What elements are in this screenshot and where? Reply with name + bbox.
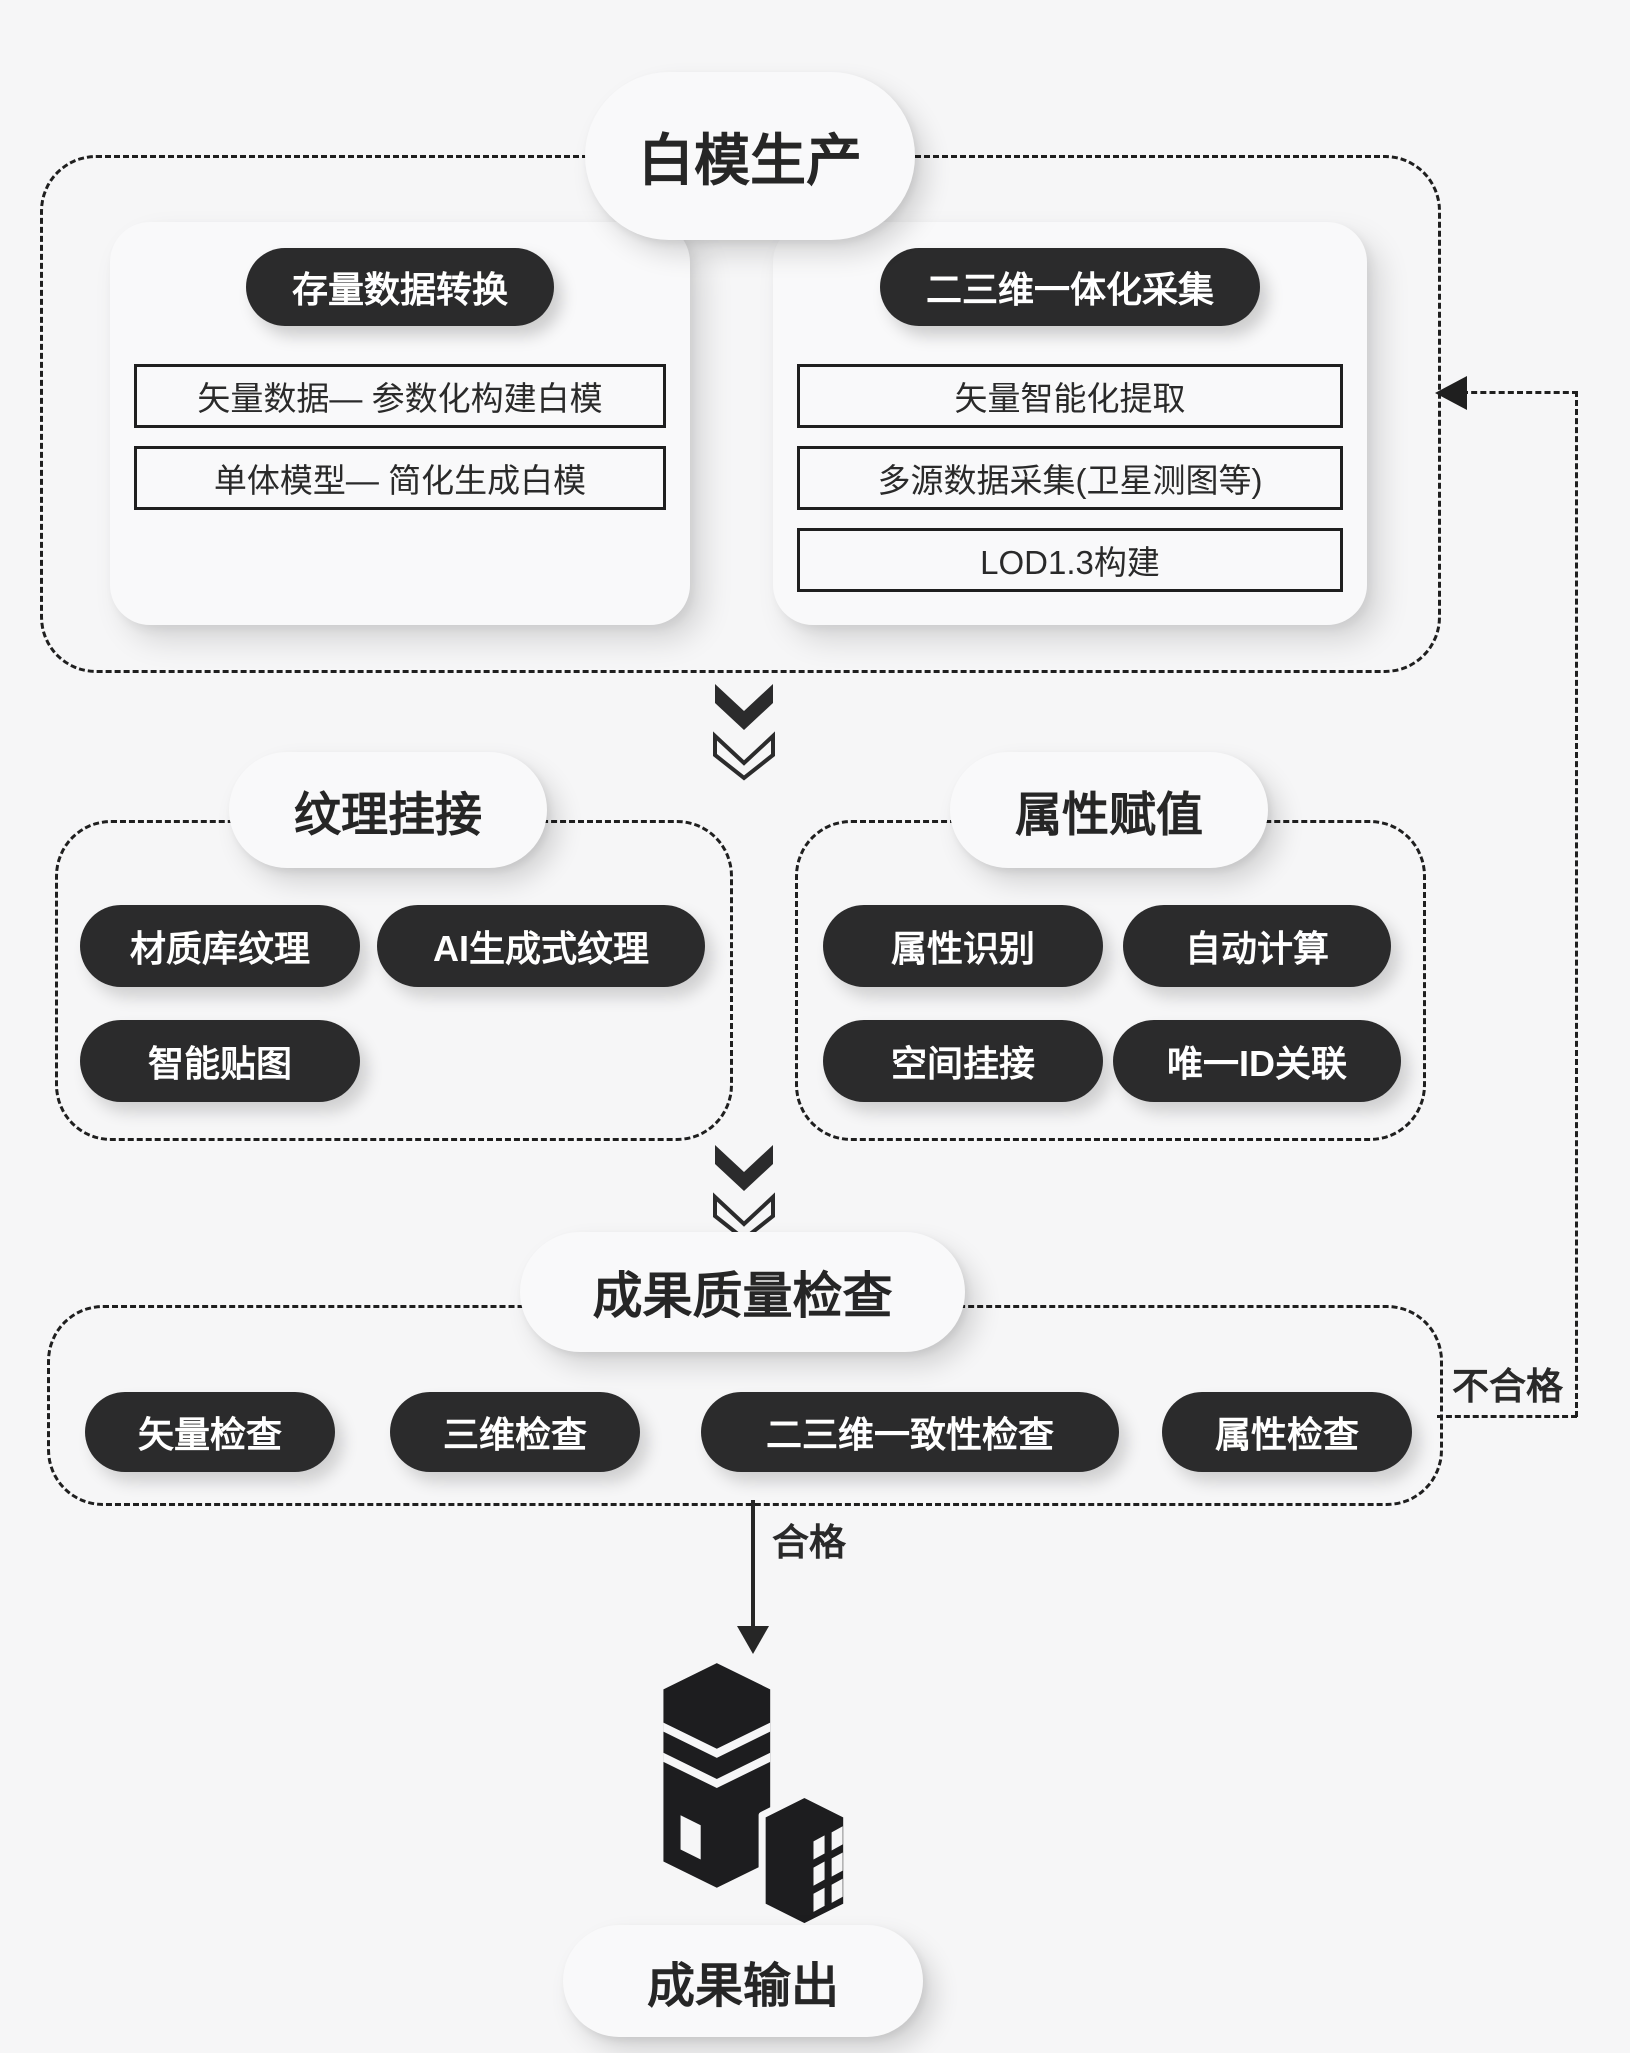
fail-path-segment [1437, 1415, 1577, 1418]
integrated-collection-steps: 矢量智能化提取 多源数据采集(卫星测图等) LOD1.3构建 [797, 364, 1343, 592]
arrow-down-icon [737, 1626, 769, 1654]
fail-path-segment [1575, 391, 1578, 1417]
quality-pill: 属性检查 [1162, 1392, 1412, 1472]
pass-label: 合格 [772, 1522, 846, 1563]
collection-step: 多源数据采集(卫星测图等) [797, 446, 1343, 510]
chevron-down-double-icon [713, 1145, 775, 1242]
integrated-collection-card: 二三维一体化采集 矢量智能化提取 多源数据采集(卫星测图等) LOD1.3构建 [773, 222, 1367, 625]
buildings-icon [663, 1663, 851, 1926]
quality-title: 成果质量检查 [520, 1232, 965, 1352]
conversion-step: 单体模型— 简化生成白模 [134, 446, 666, 510]
chevron-down-double-icon [713, 684, 775, 781]
stock-conversion-steps: 矢量数据— 参数化构建白模 单体模型— 简化生成白模 [134, 364, 666, 510]
texture-pill: 材质库纹理 [80, 905, 360, 987]
quality-pill: 二三维一致性检查 [701, 1392, 1119, 1472]
collection-step: LOD1.3构建 [797, 528, 1343, 592]
collection-step: 矢量智能化提取 [797, 364, 1343, 428]
quality-pill: 矢量检查 [85, 1392, 335, 1472]
pass-line [751, 1500, 755, 1628]
attribute-pill: 自动计算 [1123, 905, 1391, 987]
texture-title: 纹理挂接 [229, 752, 547, 868]
attribute-pill: 唯一ID关联 [1113, 1020, 1401, 1102]
stock-conversion-card: 存量数据转换 矢量数据— 参数化构建白模 单体模型— 简化生成白模 [110, 222, 690, 625]
fail-label: 不合格 [1452, 1366, 1563, 1407]
output-pill: 成果输出 [563, 1925, 923, 2037]
integrated-collection-header: 二三维一体化采集 [879, 248, 1260, 326]
attribute-pill: 空间挂接 [823, 1020, 1103, 1102]
quality-pill: 三维检查 [390, 1392, 640, 1472]
production-title: 白模生产 [585, 72, 915, 240]
conversion-step: 矢量数据— 参数化构建白模 [134, 364, 666, 428]
attribute-pill: 属性识别 [823, 905, 1103, 987]
texture-pill: AI生成式纹理 [377, 905, 705, 987]
stock-conversion-header: 存量数据转换 [245, 248, 554, 326]
arrow-left-icon [1435, 376, 1467, 410]
attribute-title: 属性赋值 [950, 752, 1268, 868]
fail-path-segment [1462, 391, 1578, 394]
texture-pill: 智能贴图 [80, 1020, 360, 1102]
